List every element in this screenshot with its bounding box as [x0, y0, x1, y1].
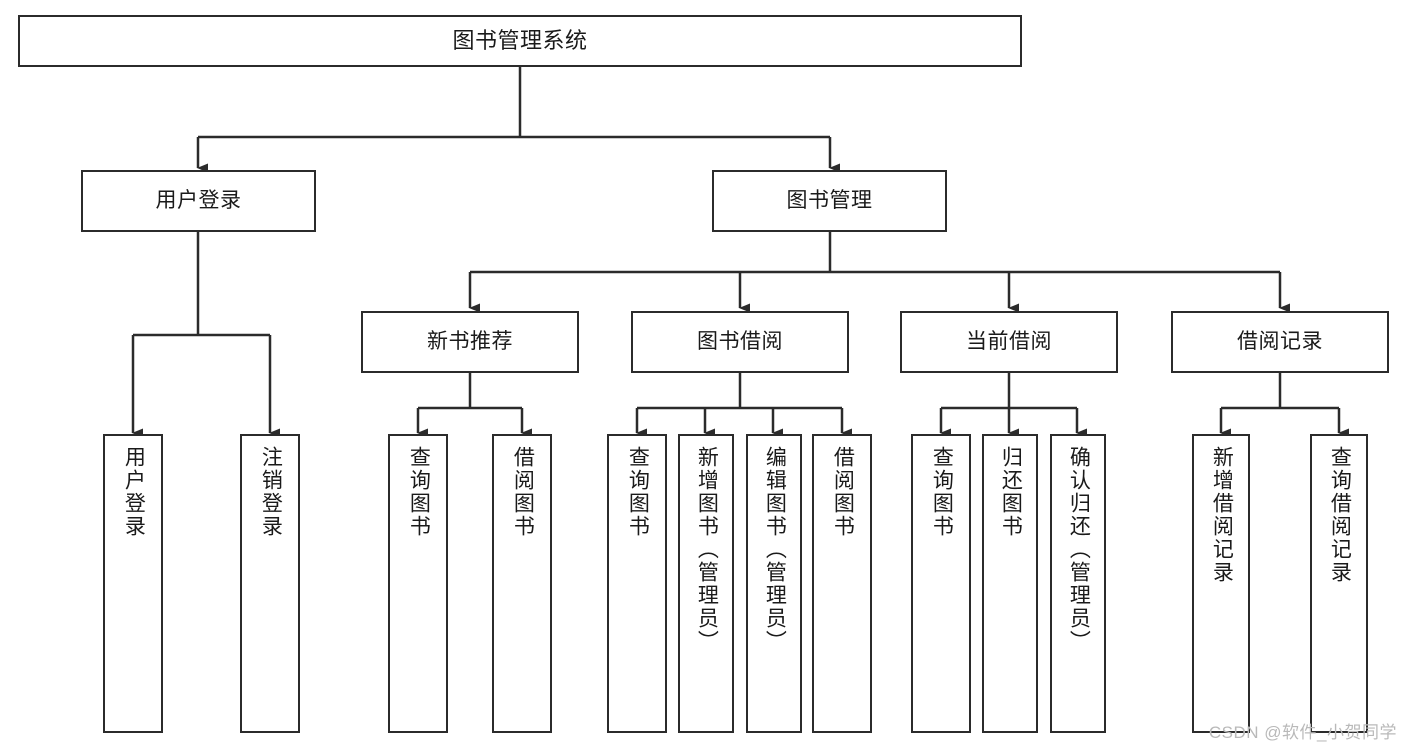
- node-label: 用户登录: [155, 188, 242, 212]
- node-current-borrow[interactable]: 当前借阅: [900, 311, 1118, 373]
- node-label: 新增借阅记录: [1210, 446, 1234, 584]
- node-label: 新增图书（管理员）: [695, 446, 719, 653]
- node-leaf-borrow-book-1[interactable]: 借阅图书: [492, 434, 552, 733]
- node-leaf-query-book-2[interactable]: 查询图书: [607, 434, 667, 733]
- node-label: 借阅记录: [1237, 329, 1323, 353]
- node-leaf-add-book[interactable]: 新增图书（管理员）: [678, 434, 734, 733]
- node-leaf-query-book-1[interactable]: 查询图书: [388, 434, 448, 733]
- node-borrow-record[interactable]: 借阅记录: [1171, 311, 1389, 373]
- node-leaf-user-login[interactable]: 用户登录: [103, 434, 163, 733]
- node-label: 借阅图书: [511, 446, 535, 538]
- node-book-manage[interactable]: 图书管理: [712, 170, 947, 232]
- node-label: 借阅图书: [831, 446, 855, 538]
- node-leaf-edit-book[interactable]: 编辑图书（管理员）: [746, 434, 802, 733]
- node-label: 确认归还（管理员）: [1067, 446, 1091, 653]
- node-label: 编辑图书（管理员）: [763, 446, 787, 653]
- node-label: 查询借阅记录: [1328, 446, 1352, 584]
- node-label: 图书借阅: [697, 329, 783, 353]
- watermark-text: CSDN @软件_小贺同学: [1208, 723, 1397, 742]
- node-label: 注销登录: [259, 446, 283, 538]
- node-label: 图书管理系统: [452, 28, 588, 54]
- node-leaf-query-record[interactable]: 查询借阅记录: [1310, 434, 1368, 733]
- node-user-login[interactable]: 用户登录: [81, 170, 316, 232]
- node-label: 查询图书: [626, 446, 650, 538]
- node-leaf-logout[interactable]: 注销登录: [240, 434, 300, 733]
- node-leaf-return-book[interactable]: 归还图书: [982, 434, 1038, 733]
- node-label: 图书管理: [786, 188, 873, 212]
- node-leaf-add-record[interactable]: 新增借阅记录: [1192, 434, 1250, 733]
- node-book-borrow[interactable]: 图书借阅: [631, 311, 849, 373]
- node-label: 查询图书: [930, 446, 954, 538]
- node-label: 归还图书: [999, 446, 1023, 538]
- node-leaf-query-book-3[interactable]: 查询图书: [911, 434, 971, 733]
- node-leaf-borrow-book-2[interactable]: 借阅图书: [812, 434, 872, 733]
- node-label: 用户登录: [122, 446, 146, 538]
- node-label: 新书推荐: [427, 329, 513, 353]
- node-label: 当前借阅: [966, 329, 1052, 353]
- node-new-book-recommend[interactable]: 新书推荐: [361, 311, 579, 373]
- node-root-system[interactable]: 图书管理系统: [18, 15, 1022, 67]
- node-label: 查询图书: [407, 446, 431, 538]
- node-leaf-confirm-return[interactable]: 确认归还（管理员）: [1050, 434, 1106, 733]
